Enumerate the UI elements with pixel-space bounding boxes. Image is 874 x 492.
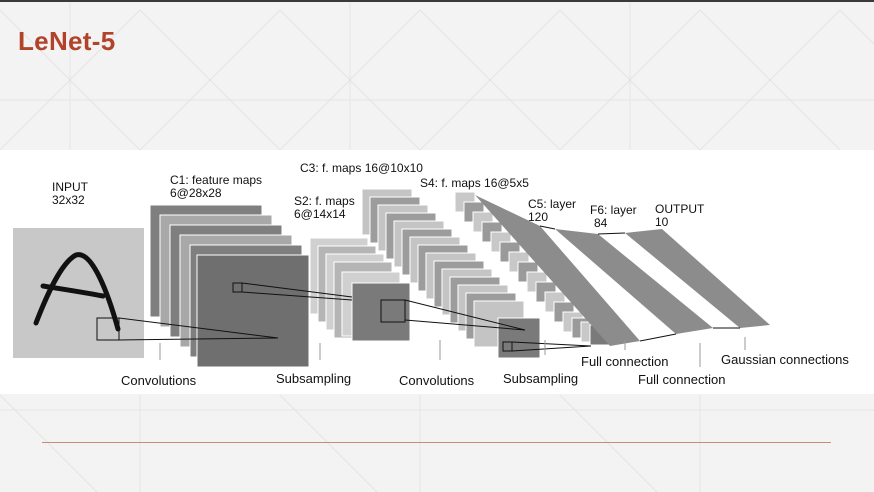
slide-title: LeNet-5: [18, 26, 116, 56]
s2-receptive-field: [380, 299, 406, 323]
lenet-diagram: INPUT 32x32 C1: feature maps 6@28x28 C3:…: [13, 161, 849, 388]
op-subsampling-2: Subsampling: [503, 371, 578, 386]
c3-label: C3: f. maps 16@10x10: [300, 161, 423, 175]
c1-size: 6@28x28: [170, 186, 222, 200]
c5-size: 120: [528, 210, 548, 224]
c5-band: [475, 195, 640, 346]
handwritten-a-glyph: [33, 252, 121, 332]
input-label: INPUT: [52, 180, 89, 194]
f6-label: F6: layer: [590, 203, 637, 217]
c1-receptive-field: [232, 282, 243, 293]
input-size: 32x32: [52, 193, 85, 207]
c1-feature-maps: [149, 204, 310, 368]
s2-size: 6@14x14: [294, 207, 346, 221]
output-label: OUTPUT: [655, 202, 705, 216]
s2-label: S2: f. maps: [294, 194, 355, 208]
f6-size: 84: [594, 216, 608, 230]
operation-ticks: [159, 337, 746, 367]
op-subsampling-1: Subsampling: [276, 371, 351, 386]
c5-label: C5: layer: [528, 197, 576, 211]
band-outlines: [539, 225, 740, 342]
figure-panel: INPUT 32x32 C1: feature maps 6@28x28 C3:…: [0, 150, 874, 394]
conv1-projection: [118, 317, 279, 341]
s2-feature-maps: [309, 237, 411, 342]
c3-feature-maps: [361, 188, 541, 359]
footer-rule: [42, 442, 831, 443]
s4-feature-maps: [454, 191, 611, 346]
conv2-projection: [404, 299, 526, 331]
c3-receptive-field: [502, 341, 513, 352]
sub1-projection: [241, 282, 353, 301]
op-convolutions-2: Convolutions: [399, 373, 475, 388]
op-gaussian-connections: Gaussian connections: [721, 352, 849, 367]
c1-label: C1: feature maps: [170, 173, 262, 187]
op-full-connection-1: Full connection: [581, 354, 668, 369]
s4-label: S4: f. maps 16@5x5: [420, 176, 529, 190]
output-size: 10: [655, 215, 669, 229]
sub2-projection: [511, 341, 592, 352]
top-border: [0, 0, 874, 2]
op-convolutions-1: Convolutions: [121, 373, 197, 388]
op-full-connection-2: Full connection: [638, 372, 725, 387]
f6-band: [555, 229, 713, 334]
output-band: [625, 229, 770, 328]
input-receptive-field: [96, 317, 120, 341]
